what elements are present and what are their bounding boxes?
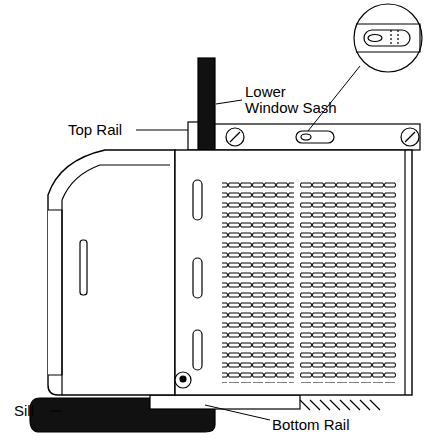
leader-line (216, 100, 242, 104)
front-panel (48, 150, 175, 395)
top-rail-bracket (215, 124, 420, 150)
leader-line (50, 411, 62, 412)
bottom-rail (150, 395, 300, 409)
top-rail (188, 122, 198, 150)
leader-line (205, 405, 270, 420)
window-sash (198, 58, 215, 150)
base-ribs (300, 400, 380, 410)
louvers (300, 178, 396, 383)
detail-circle (354, 4, 422, 72)
part-label: Lower Window Sash (245, 84, 341, 116)
part-label: Sill (14, 403, 34, 419)
part-label: Bottom Rail (272, 417, 350, 433)
leader-line (136, 130, 188, 131)
part-label: Top Rail (68, 122, 122, 138)
louvers (222, 178, 294, 383)
cabinet (175, 150, 412, 395)
